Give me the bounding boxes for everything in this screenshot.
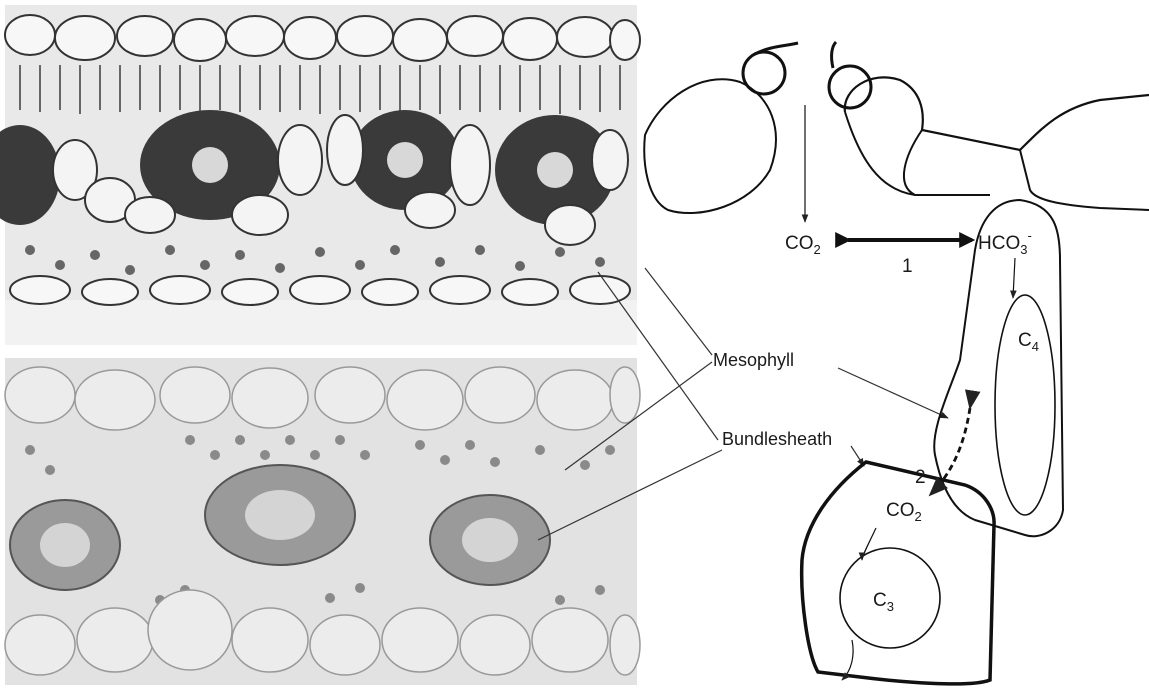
c4-label: C4 xyxy=(1018,330,1039,354)
schematic-labels: CO2 HCO3- 1 C4 Mesophyll Bundlesheath 2 … xyxy=(713,228,1039,614)
c4-leaf-micrograph xyxy=(0,5,640,345)
step-1-label: 1 xyxy=(902,256,913,277)
co2-bundle-label: CO2 xyxy=(886,500,922,524)
c3-label: C3 xyxy=(873,590,894,614)
hco3-label: HCO3- xyxy=(978,228,1032,257)
mesophyll-label: Mesophyll xyxy=(713,350,794,370)
co2-mesophyll-label: CO2 xyxy=(785,233,821,257)
step-2-label: 2 xyxy=(915,467,926,488)
bundlesheath-label: Bundlesheath xyxy=(722,429,832,449)
c3-leaf-micrograph xyxy=(5,358,640,685)
